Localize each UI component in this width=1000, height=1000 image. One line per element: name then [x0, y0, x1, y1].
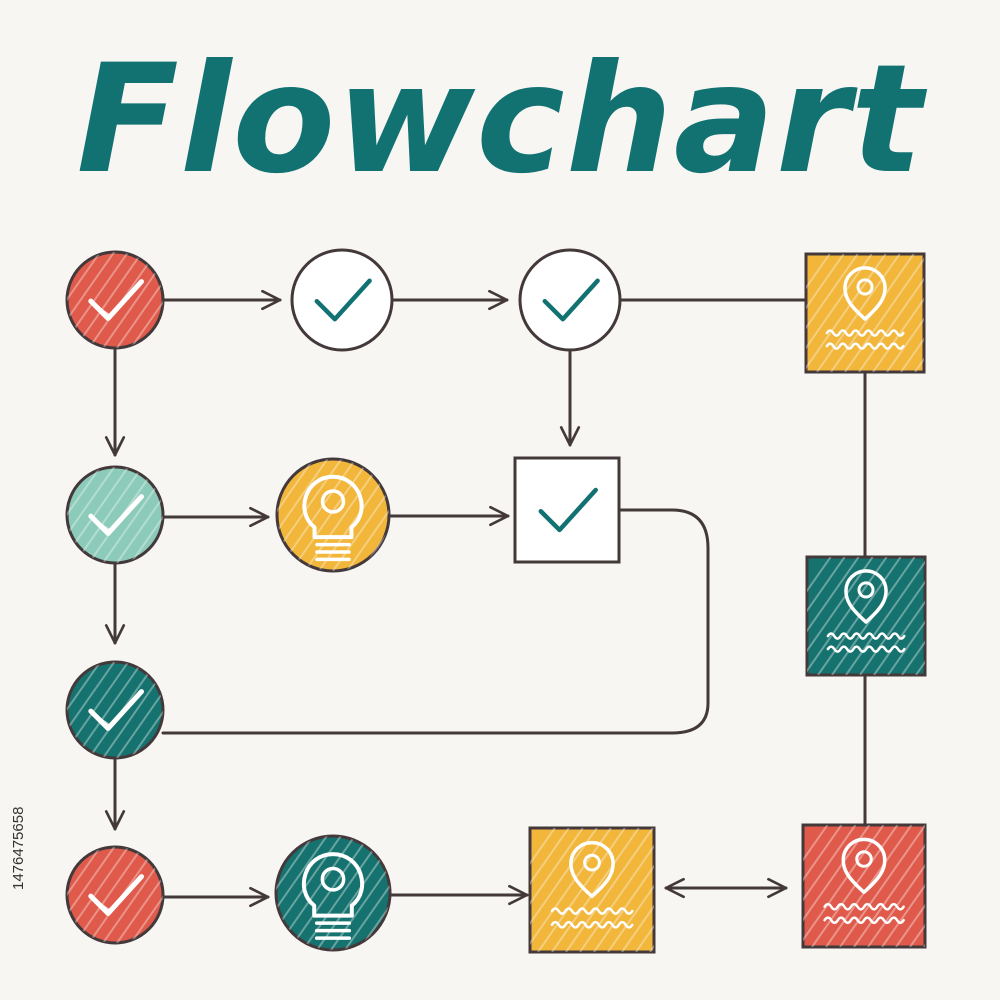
node-layer — [65, 248, 927, 954]
node-square — [528, 826, 656, 954]
connector-n7-n8 — [161, 508, 710, 735]
node-circle — [274, 834, 392, 952]
flow-node-n6 — [275, 457, 391, 573]
flow-node-n11 — [274, 834, 392, 952]
flow-node-n12 — [528, 826, 656, 954]
flow-node-n5 — [65, 465, 165, 565]
map-pin-icon — [826, 569, 906, 653]
check-icon — [88, 494, 144, 536]
flowchart-title: Flowchart — [76, 33, 924, 207]
map-pin-icon — [550, 840, 634, 929]
check-icon — [538, 487, 598, 533]
flow-node-n3 — [518, 248, 622, 352]
check-icon — [88, 279, 144, 321]
connector-layer — [104, 289, 867, 908]
node-circle — [275, 457, 391, 573]
flow-node-n4 — [804, 252, 926, 374]
flow-node-n7 — [513, 456, 621, 564]
map-pin-icon — [823, 837, 905, 925]
node-circle — [65, 465, 165, 565]
map-pin-icon — [825, 266, 905, 350]
check-icon — [314, 278, 372, 322]
flow-node-n9 — [805, 555, 927, 677]
node-circle — [65, 845, 165, 945]
check-icon — [542, 278, 600, 322]
node-circle — [518, 248, 622, 352]
lightbulb-icon — [302, 474, 364, 562]
flow-node-n13 — [801, 823, 927, 949]
flow-node-n10 — [65, 845, 165, 945]
node-circle — [65, 250, 165, 350]
flow-node-n8 — [65, 660, 165, 760]
node-square — [801, 823, 927, 949]
node-circle — [65, 660, 165, 760]
check-icon — [88, 689, 144, 731]
node-square — [804, 252, 926, 374]
flow-node-n2 — [290, 248, 394, 352]
check-icon — [88, 874, 144, 916]
node-square — [513, 456, 621, 564]
node-circle — [290, 248, 394, 352]
lightbulb-icon — [302, 852, 364, 940]
node-square — [805, 555, 927, 677]
